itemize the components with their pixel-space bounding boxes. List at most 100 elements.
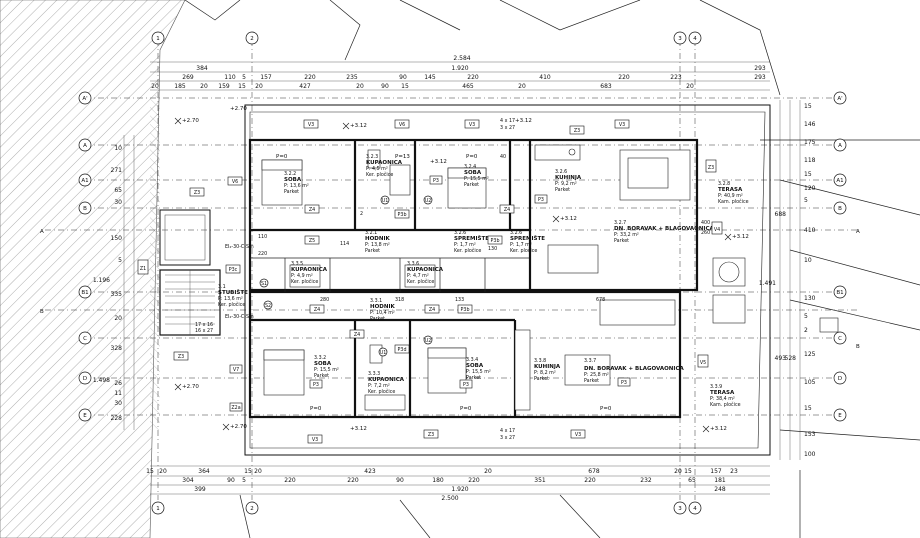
svg-text:3.3.9: 3.3.9: [710, 384, 722, 390]
svg-text:20: 20: [255, 83, 263, 90]
svg-text:3 x 27: 3 x 27: [500, 435, 515, 441]
tag-z4-2: Z4: [499, 204, 515, 214]
svg-text:110: 110: [258, 234, 267, 240]
svg-text:15: 15: [684, 468, 692, 475]
row-marker-right-d: D: [833, 371, 847, 385]
svg-text:V3: V3: [312, 437, 318, 443]
svg-text:P: 4,5 m²: P: 4,5 m²: [366, 166, 388, 172]
svg-text:Z3: Z3: [708, 165, 714, 171]
site-outlines: [184, 0, 920, 538]
svg-text:5: 5: [242, 74, 246, 81]
svg-text:+3.12: +3.12: [710, 426, 727, 432]
svg-text:3.1: 3.1: [218, 284, 226, 290]
svg-text:2: 2: [360, 211, 363, 217]
svg-text:P: 4,9 m²: P: 4,9 m²: [291, 273, 313, 279]
tag-z5: Z5: [304, 235, 320, 245]
svg-text:130: 130: [488, 246, 497, 252]
row-marker-left-b: B: [78, 201, 92, 215]
svg-text:Z1: Z1: [140, 266, 146, 272]
svg-text:V7: V7: [233, 367, 239, 373]
shower-3-3-5: [289, 264, 321, 288]
section-mark-a-right: A: [856, 229, 860, 235]
room-3-2-3: 3.2.3 KUPAONICA P: 4,5 m² Ker. pločice: [366, 154, 403, 178]
row-marker-left-c: C: [78, 331, 92, 345]
svg-text:+2.70: +2.70: [182, 118, 199, 124]
svg-text:26: 26: [114, 380, 122, 387]
svg-text:A': A': [837, 96, 842, 102]
svg-text:SOBA: SOBA: [466, 363, 484, 369]
svg-text:Z3: Z3: [178, 354, 184, 360]
svg-text:KUPAONICA: KUPAONICA: [366, 160, 403, 166]
stair-count-1: 17 x 16: [195, 322, 213, 328]
svg-text:2.500: 2.500: [441, 495, 458, 502]
row-marker-right-e: E: [833, 408, 847, 422]
svg-text:20: 20: [254, 468, 262, 475]
svg-text:678: 678: [588, 468, 600, 475]
svg-text:Kam. pločice: Kam. pločice: [718, 198, 749, 205]
svg-text:423: 423: [364, 468, 376, 475]
room-storage-2: 3.2.6 SPREMIŠTE P: 1,7 m² Ker. pločice: [510, 230, 545, 254]
svg-text:20: 20: [200, 83, 208, 90]
tag-p3d-1: P3d: [394, 344, 410, 354]
row-marker-right-a-prime: A': [833, 91, 847, 105]
svg-text:P=0: P=0: [600, 406, 612, 412]
svg-text:220: 220: [468, 477, 480, 484]
column-marker-bottom-2: 2: [245, 501, 259, 515]
level-marks: +2.70 +2.70 +2.70 +2.70 +3.12 +3.12 +3.1…: [182, 106, 749, 432]
tag-p3-3: P3: [309, 379, 323, 389]
room-3-2-7-living: 3.2.7 DN. BORAVAK + BLAGOVAONICA P: 33,2…: [614, 220, 714, 244]
tag-u1-1: U1: [380, 195, 390, 205]
svg-text:P: 1,7 m²: P: 1,7 m²: [454, 242, 476, 248]
svg-text:A': A': [82, 96, 87, 102]
svg-text:1: 1: [156, 506, 160, 512]
row-marker-left-d: D: [78, 371, 92, 385]
column-marker-bottom-4: 4: [688, 501, 702, 515]
svg-text:P=13: P=13: [395, 154, 410, 160]
svg-text:3: 3: [678, 36, 682, 42]
svg-text:P3b: P3b: [398, 212, 407, 218]
svg-text:181: 181: [714, 477, 726, 484]
room-3-3-7-living: 3.3.7 DN. BORAVAK + BLAGOVAONICA P: 25,8…: [584, 358, 684, 384]
shower-3-3-6: [404, 264, 436, 288]
svg-text:335: 335: [111, 291, 123, 298]
svg-text:Parket: Parket: [314, 373, 329, 379]
svg-text:P: 25,8 m²: P: 25,8 m²: [584, 372, 609, 378]
svg-text:V6: V6: [399, 122, 405, 128]
tag-z3-right: Z3: [705, 159, 717, 173]
svg-text:P: 13,6 m²: P: 13,6 m²: [284, 183, 309, 189]
stair-count-2: 16 x 27: [195, 328, 213, 334]
svg-text:P3b: P3b: [491, 238, 500, 244]
tag-p3c: P3c: [225, 264, 241, 274]
svg-text:HODNIK: HODNIK: [365, 236, 390, 242]
svg-text:65: 65: [688, 477, 696, 484]
svg-text:3.2.6: 3.2.6: [510, 230, 522, 236]
shower-3-2-3: [389, 164, 411, 196]
svg-text:65: 65: [114, 187, 122, 194]
svg-text:410: 410: [804, 227, 816, 234]
svg-text:P: 7,2 m²: P: 7,2 m²: [368, 383, 390, 389]
tag-v5: V5: [697, 354, 709, 368]
svg-text:20: 20: [151, 83, 159, 90]
svg-text:P3: P3: [463, 382, 469, 388]
svg-text:30: 30: [114, 199, 122, 206]
svg-text:220: 220: [258, 251, 267, 257]
row-marker-right-a: A: [833, 138, 847, 152]
svg-text:2.584: 2.584: [453, 55, 470, 62]
svg-text:Z4: Z4: [429, 307, 435, 313]
room-3-1-stair: 3.1 STUBIŠTE P: 13,6 m² Ker. pločice: [218, 284, 248, 308]
svg-text:399: 399: [194, 486, 206, 493]
column-marker-top-1: 1: [151, 31, 165, 45]
terrace-slabs: [244, 104, 771, 456]
svg-text:3.2.6: 3.2.6: [555, 169, 567, 175]
row-marker-left-a1: A1: [78, 173, 92, 187]
svg-text:20: 20: [356, 83, 364, 90]
svg-text:4: 4: [693, 506, 697, 512]
svg-text:3.2.7: 3.2.7: [614, 220, 626, 226]
svg-text:220: 220: [347, 477, 359, 484]
svg-text:P: 4,7 m²: P: 4,7 m²: [407, 273, 429, 279]
dining-table-3-3-7: [564, 354, 611, 386]
row-marker-left-a-prime: A': [78, 91, 92, 105]
svg-text:15: 15: [804, 171, 812, 178]
svg-text:KUPAONICA: KUPAONICA: [368, 377, 405, 383]
svg-text:185: 185: [174, 83, 186, 90]
